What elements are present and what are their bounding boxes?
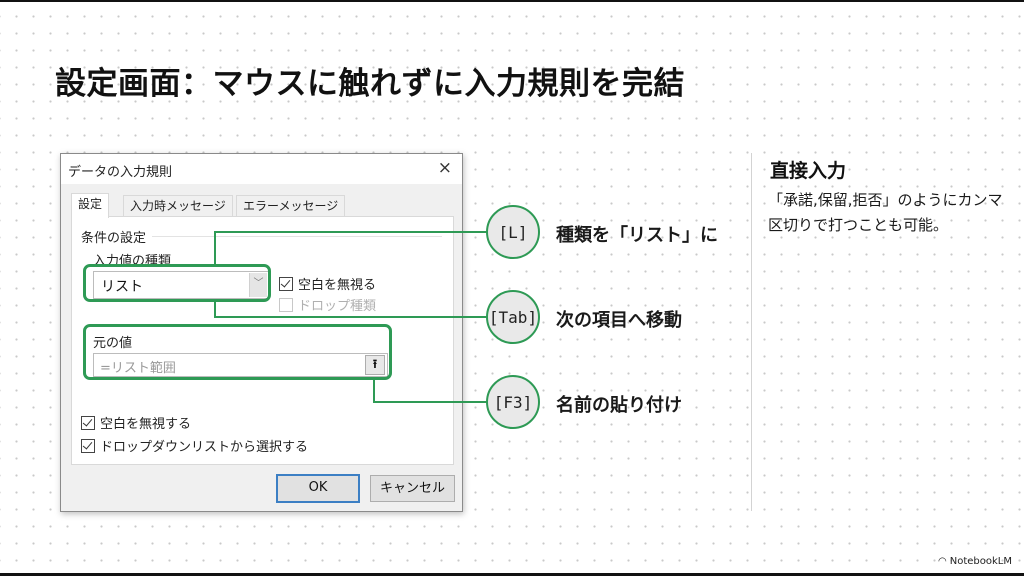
dialog-titlebar: データの入力規則 ×	[61, 154, 462, 184]
cancel-button[interactable]: キャンセル	[370, 475, 455, 502]
tab-input-message[interactable]: 入力時メッセージ	[123, 195, 233, 216]
brand-label: NotebookLM	[949, 556, 1012, 567]
dropdown-type-row: ドロップ種類	[279, 295, 376, 314]
key-l-description: 種類を「リスト」に	[556, 225, 718, 246]
ok-button[interactable]: OK	[276, 474, 360, 503]
close-icon[interactable]: ×	[437, 158, 452, 178]
connector-l-vertical	[214, 232, 216, 265]
connector-tab-vertical	[214, 301, 216, 318]
connector-f3-horizontal	[373, 401, 488, 403]
side-note-title: 直接入力	[770, 160, 847, 182]
dropdown-type-label: ドロップ種類	[298, 299, 377, 314]
connector-l-horizontal	[214, 231, 488, 233]
slide-title: 設定画面：マウスに触れずに入力規則を完結	[55, 66, 685, 102]
notebooklm-branding: ◠ NotebookLM	[938, 556, 1012, 567]
dialog-title: データの入力規則	[68, 165, 173, 180]
ignore-blank-bottom-checkbox[interactable]	[81, 415, 95, 430]
key-f3-description: 名前の貼り付け	[556, 395, 682, 416]
connector-f3-vertical	[373, 379, 375, 403]
dropdown-type-checkbox	[279, 297, 293, 312]
bottom-border	[0, 573, 1024, 576]
connector-tab-horizontal	[214, 316, 488, 318]
tab-error-alert[interactable]: エラーメッセージ	[236, 195, 346, 216]
criteria-group-label: 条件の設定	[81, 227, 151, 246]
allow-select[interactable]: リスト ﹀	[93, 271, 269, 299]
in-cell-dropdown-row[interactable]: ドロップダウンリストから選択する	[81, 436, 308, 455]
ignore-blank-label: 空白を無視る	[298, 278, 377, 293]
source-placeholder: =リスト範囲	[100, 361, 176, 376]
key-f3-badge: [F3]	[486, 375, 540, 429]
key-tab-description: 次の項目へ移動	[556, 310, 682, 331]
source-highlight-box	[83, 324, 392, 380]
allow-highlight-box	[83, 264, 271, 302]
group-divider	[152, 236, 442, 237]
key-tab-badge: [Tab]	[486, 290, 540, 344]
notebooklm-logo-icon: ◠	[938, 556, 947, 567]
range-select-icon[interactable]: ⭱	[365, 355, 385, 375]
side-note-body: 「承諾,保留,拒否」のようにカンマ区切りで打つことも可能。	[768, 191, 1003, 234]
source-input[interactable]: =リスト範囲 ⭱	[93, 353, 388, 377]
in-cell-dropdown-checkbox[interactable]	[81, 438, 95, 453]
allow-select-value: リスト	[101, 279, 143, 295]
source-label: 元の値	[93, 336, 133, 351]
ignore-blank-row[interactable]: 空白を無視する	[81, 413, 191, 432]
key-l-badge: [L]	[486, 205, 540, 259]
in-cell-dropdown-label: ドロップダウンリストから選択する	[100, 440, 309, 455]
tab-settings[interactable]: 設定	[71, 193, 110, 218]
ignore-blank-checkbox[interactable]	[279, 276, 293, 291]
top-border	[0, 0, 1024, 2]
vertical-divider	[751, 153, 752, 511]
data-validation-dialog: データの入力規則 × 設定 入力時メッセージ エラーメッセージ 条件の設定 入力…	[60, 153, 463, 512]
ignore-blank-top-row[interactable]: 空白を無視る	[279, 274, 376, 293]
chevron-down-icon[interactable]: ﹀	[249, 273, 267, 297]
ignore-blank-bottom-label: 空白を無視する	[100, 417, 192, 432]
